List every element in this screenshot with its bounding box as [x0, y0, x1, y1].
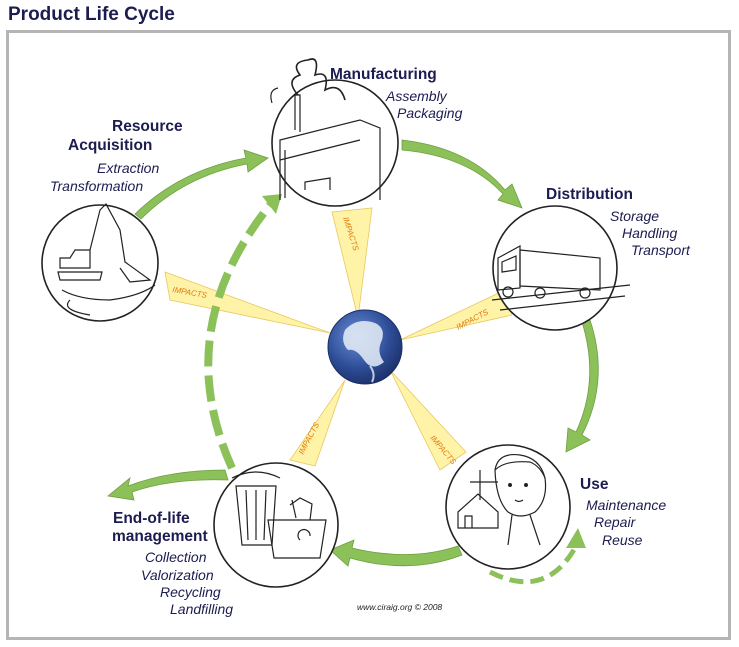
distribution-title: Distribution: [546, 186, 633, 203]
excavator-icon: [57, 203, 156, 316]
circle-eol: [213, 462, 339, 588]
impact-ray-eol: [289, 379, 346, 467]
impact-ray-use: [389, 369, 467, 471]
eol-item-3: Recycling: [160, 584, 221, 600]
impact-ray-resource: [164, 271, 331, 334]
dashed-arrow-recycling-head: [262, 194, 282, 214]
manufacturing-item-1: Assembly: [386, 88, 447, 104]
resource-title-1: Resource: [112, 118, 183, 135]
arrow-manufacturing-to-distribution: [401, 139, 523, 209]
dashed-arrow-reuse: [488, 546, 578, 585]
stage-circles: [41, 79, 618, 588]
resource-title-2: Acquisition: [68, 137, 153, 154]
eol-title-1: End-of-life: [113, 510, 190, 527]
distribution-item-2: Handling: [622, 225, 678, 241]
resource-item-1: Extraction: [97, 160, 160, 176]
person-house-icon: [457, 453, 547, 546]
distribution-item-3: Transport: [631, 242, 690, 258]
dashed-arrow-recycling: [204, 202, 274, 470]
impact-rays: [164, 207, 513, 471]
impact-ray-distribution: [399, 289, 513, 341]
arrow-use-to-eol: [329, 539, 463, 567]
circle-use: [445, 444, 571, 570]
arrow-eol-to-exit: [107, 469, 229, 501]
use-title: Use: [580, 476, 609, 493]
page-title: Product Life Cycle: [8, 4, 175, 25]
use-item-2: Repair: [594, 514, 636, 530]
arrow-distribution-to-use: [565, 319, 599, 453]
factory-icon: [270, 58, 381, 200]
use-item-3: Reuse: [602, 532, 643, 548]
eol-item-2: Valorization: [141, 567, 214, 583]
credit-text: www.ciraig.org © 2008: [357, 602, 443, 612]
circle-resource: [41, 204, 159, 322]
globe-icon: [327, 309, 403, 385]
dashed-arrow-reuse-head: [566, 528, 586, 548]
manufacturing-title: Manufacturing: [330, 66, 437, 83]
dashed-arrows: [204, 194, 586, 585]
manufacturing-item-2: Packaging: [397, 105, 463, 121]
use-item-1: Maintenance: [586, 497, 667, 513]
cycle-arrows: [107, 139, 599, 567]
circle-manufacturing: [271, 79, 399, 207]
circle-distribution: [492, 205, 618, 331]
eol-item-1: Collection: [145, 549, 207, 565]
impact-ray-manufacturing: [331, 207, 373, 319]
trash-recycle-icon: [231, 471, 327, 559]
resource-item-2: Transformation: [50, 178, 144, 194]
eol-title-2: management: [112, 528, 208, 545]
diagram-frame: [6, 30, 731, 640]
arrow-resource-to-manufacturing: [134, 149, 269, 220]
eol-item-4: Landfilling: [170, 601, 234, 617]
truck-icon: [491, 244, 631, 311]
distribution-item-1: Storage: [610, 208, 660, 224]
